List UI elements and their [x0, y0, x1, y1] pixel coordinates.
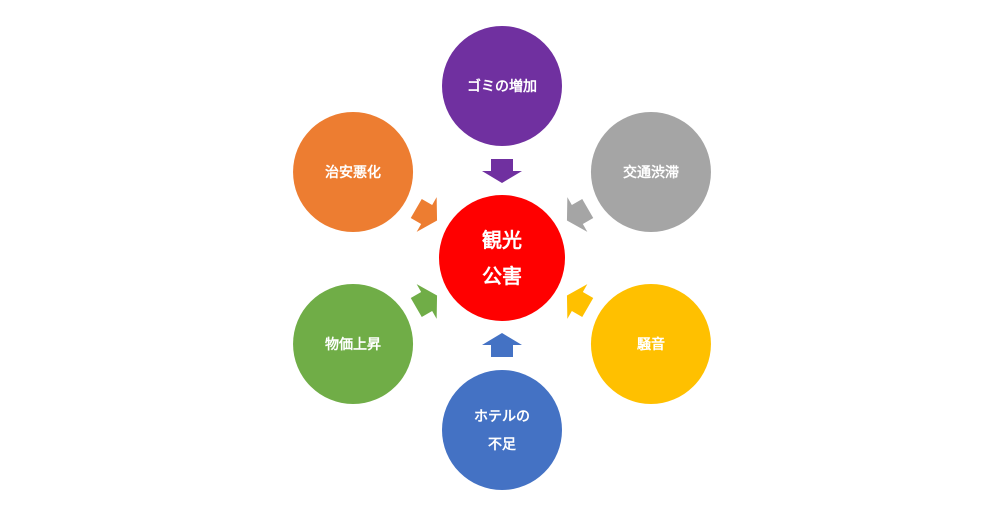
cause-node-3-label: 不足	[488, 437, 517, 453]
cause-node-4-circle	[293, 284, 414, 404]
center-node-label: 観光	[482, 228, 522, 252]
cause-node-0-circle	[442, 26, 562, 146]
arrow-icon-5	[410, 197, 438, 232]
arrow-icon-1	[566, 197, 594, 232]
cause-node-2-circle	[590, 284, 711, 404]
cause-node-1: 交通渋滞	[590, 112, 711, 232]
cause-node-0: ゴミの増加	[442, 26, 562, 146]
center-node-circle	[439, 195, 565, 321]
cause-node-3-circle	[442, 370, 562, 490]
center-node-label: 公害	[482, 264, 522, 288]
cause-node-4: 物価上昇	[293, 284, 414, 404]
cause-node-4-label: 物価上昇	[325, 336, 381, 353]
cause-node-1-label: 交通渋滞	[623, 164, 679, 181]
arrow-icon-4	[410, 284, 438, 319]
cause-node-2: 騒音	[590, 284, 711, 404]
cause-node-5-circle	[293, 112, 414, 232]
arrow-icon-2	[566, 284, 594, 319]
cause-node-1-circle	[590, 112, 711, 232]
cause-node-5-label: 治安悪化	[325, 164, 381, 181]
cause-node-0-label: ゴミの増加	[467, 78, 537, 95]
cause-node-3-label: ホテルの	[474, 409, 530, 425]
arrow-icon-3	[482, 333, 522, 357]
arrow-icon-0	[482, 159, 522, 183]
cause-node-5: 治安悪化	[293, 112, 414, 232]
cause-node-2-label: 騒音	[637, 336, 665, 353]
